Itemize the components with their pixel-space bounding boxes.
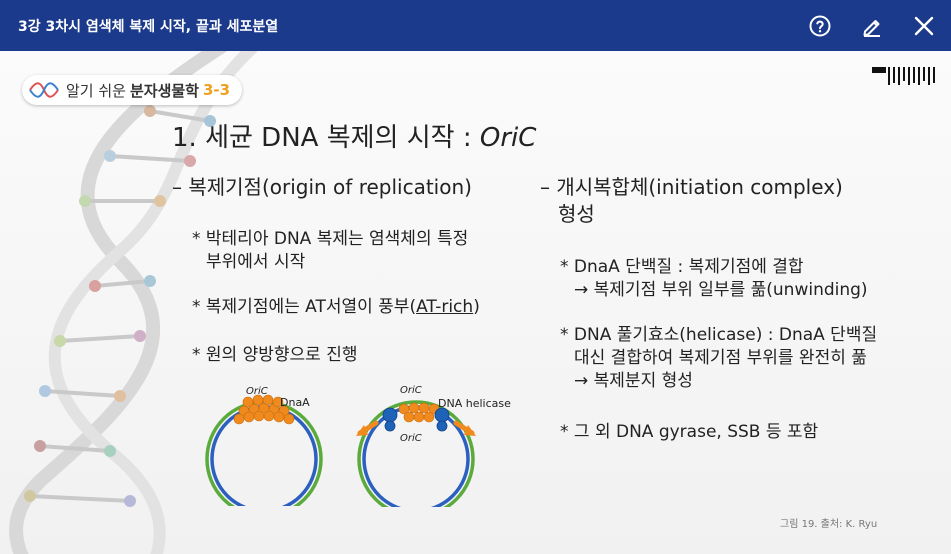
fig1-dnaa-label: DnaA xyxy=(280,396,310,409)
badge-title: 분자생물학 xyxy=(129,81,199,100)
dnaa-protein-cluster xyxy=(233,394,295,425)
helicase-blue-rings xyxy=(382,407,450,432)
fig2-oric-bottom-label: OriC xyxy=(400,433,422,444)
badge-number: 3-3 xyxy=(202,81,231,99)
right-heading: – 개시복합체(initiation complex) 형성 xyxy=(540,174,843,228)
dna-logo-icon xyxy=(29,82,59,98)
slide-title-oric: OriC xyxy=(479,123,537,153)
left-bullet-2-post: ) xyxy=(473,297,480,317)
right-bullet-2-line-2: 대신 결합하여 복제기점 부위를 완전히 풂 xyxy=(574,348,867,368)
right-bullet-2: * DNA 풀기효소(helicase) : DnaA 단백질 대신 결합하여 … xyxy=(560,324,877,393)
help-button[interactable] xyxy=(807,13,833,39)
left-heading: – 복제기점(origin of replication) xyxy=(172,175,472,199)
dna-helix-decoration xyxy=(9,51,259,554)
left-bullet-2-underlined: AT-rich xyxy=(416,297,474,317)
fig1-oric-label: OriC xyxy=(246,386,268,397)
right-bullet-1-line-2: → 복제기점 부위 일부를 풂(unwinding) xyxy=(574,280,868,300)
title-bar: 3강 3차시 염색체 복제 시작, 끝과 세포분열 xyxy=(0,0,951,51)
figure-helicase-binding: OriC DNA helicase OriC xyxy=(356,385,511,507)
pencil-icon xyxy=(863,20,880,37)
right-bullet-1: * DnaA 단백질 : 복제기점에 결합 → 복제기점 부위 일부를 풂(un… xyxy=(560,256,868,302)
right-bullet-3: * 그 외 DNA gyrase, SSB 등 포함 xyxy=(560,422,819,442)
left-bullet-1: * 박테리아 DNA 복제는 염색체의 특정 부위에서 시작 xyxy=(192,228,468,274)
figure-credit: 그림 19. 출처: K. Ryu xyxy=(780,519,878,530)
right-bullet-2-line-1: * DNA 풀기효소(helicase) : DnaA 단백질 xyxy=(560,325,878,345)
course-badge: 알기 쉬운 분자생물학 3-3 xyxy=(22,75,243,105)
figure-dnaa-binding: OriC DnaA xyxy=(205,386,323,506)
right-bullet-2-line-3: → 복제분지 형성 xyxy=(574,371,693,391)
right-heading-line-1: – 개시복합체(initiation complex) xyxy=(540,175,843,199)
left-bullet-2: * 복제기점에는 AT서열이 풍부(AT-rich) xyxy=(192,296,480,319)
right-bullet-1-line-1: * DnaA 단백질 : 복제기점에 결합 xyxy=(560,257,804,277)
slide-title-main: 1. 세균 DNA 복제의 시작 : xyxy=(172,123,480,153)
slide: 알기 쉬운 분자생물학 3-3 1. 세균 DNA 복제의 시작 : OriC … xyxy=(0,51,951,554)
left-bullet-1-line-2: 부위에서 시작 xyxy=(206,252,306,272)
left-bullet-1-line-1: * 박테리아 DNA 복제는 염색체의 특정 xyxy=(192,229,469,249)
badge-prefix: 알기 쉬운 xyxy=(66,81,126,100)
close-icon xyxy=(914,16,934,36)
left-bullet-2-pre: * 복제기점에는 AT서열이 풍부( xyxy=(192,297,417,317)
edit-button[interactable] xyxy=(859,13,885,39)
slide-title: 1. 세균 DNA 복제의 시작 : OriC xyxy=(172,117,536,154)
lecture-title: 3강 3차시 염색체 복제 시작, 끝과 세포분열 xyxy=(18,19,279,35)
right-heading-line-2: 형성 xyxy=(558,202,595,226)
fig2-helicase-label: DNA helicase xyxy=(438,397,511,410)
left-bullet-3: * 원의 양방향으로 진행 xyxy=(192,345,358,365)
corner-logo-icon xyxy=(872,67,935,85)
close-button[interactable] xyxy=(911,13,937,39)
fig2-oric-top-label: OriC xyxy=(400,385,422,396)
help-icon xyxy=(809,15,831,37)
